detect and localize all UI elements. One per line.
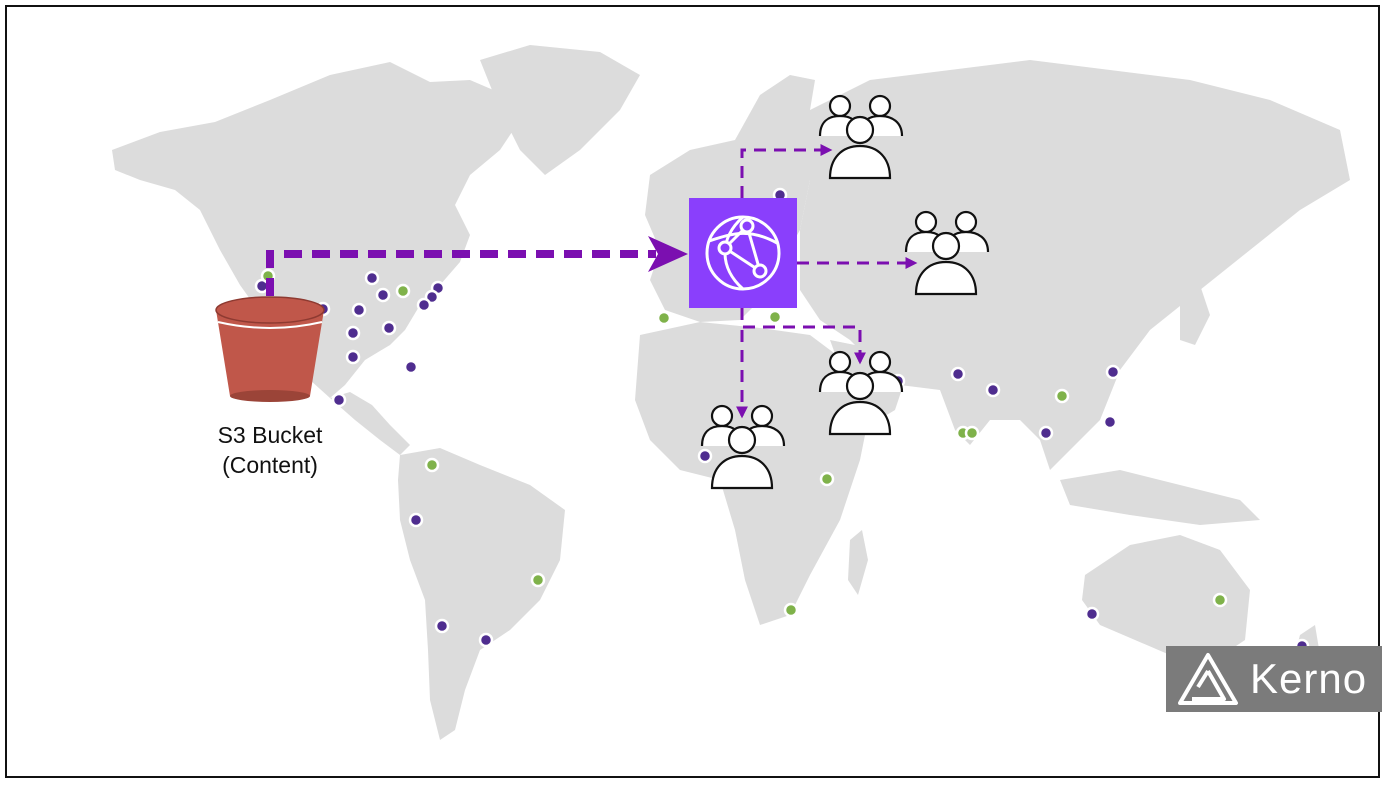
pop-dot xyxy=(381,320,397,336)
cloudfront-to-north-users-arrow xyxy=(740,144,833,198)
north-america-landmass xyxy=(112,62,520,398)
s3-bucket-label: S3 Bucket (Content) xyxy=(180,420,360,480)
s3-bucket-label-line2: (Content) xyxy=(222,452,318,478)
pop-dot xyxy=(697,448,713,464)
regional-cache-dot xyxy=(424,457,440,473)
pop-dot xyxy=(403,359,419,375)
pop-dot xyxy=(345,349,361,365)
origin-to-cloudfront-arrow xyxy=(266,250,656,296)
pop-dot xyxy=(434,618,450,634)
regional-cache-dot xyxy=(767,309,783,325)
users-group-africa xyxy=(700,404,786,490)
pop-dot xyxy=(345,325,361,341)
pop-dot xyxy=(416,297,432,313)
regional-cache-dot xyxy=(530,572,546,588)
japan-landmass xyxy=(1180,285,1210,345)
users-group-middle-east xyxy=(818,350,904,436)
users-group-east xyxy=(904,210,990,296)
southeast-asia-islands xyxy=(1060,470,1260,525)
australia-landmass xyxy=(1082,535,1250,660)
cloudfront-icon xyxy=(689,198,797,308)
pop-dot xyxy=(364,270,380,286)
regional-cache-dot xyxy=(819,471,835,487)
pop-dot xyxy=(985,382,1001,398)
s3-bucket-icon xyxy=(215,296,325,402)
kerno-logo-icon xyxy=(1178,653,1238,705)
regional-cache-dot xyxy=(656,310,672,326)
madagascar-landmass xyxy=(848,530,868,595)
regional-cache-dot xyxy=(1054,388,1070,404)
regional-cache-dot xyxy=(783,602,799,618)
kerno-logo: Kerno xyxy=(1166,646,1382,712)
pop-dot xyxy=(375,287,391,303)
s3-bucket-label-line1: S3 Bucket xyxy=(217,422,323,448)
flow-arrows xyxy=(266,144,918,419)
pop-dot xyxy=(478,632,494,648)
greenland-landmass xyxy=(480,45,640,175)
pop-dot xyxy=(351,302,367,318)
pop-dot xyxy=(950,366,966,382)
cloudfront-to-middle-east-users-arrow xyxy=(740,308,866,365)
pop-dot xyxy=(1038,425,1054,441)
central-america-landmass xyxy=(330,392,410,455)
pop-dot xyxy=(1084,606,1100,622)
pop-dot xyxy=(1102,414,1118,430)
scandinavia-landmass xyxy=(735,75,815,190)
origin-arrowhead xyxy=(648,236,688,272)
kerno-logo-text: Kerno xyxy=(1250,655,1368,702)
regional-cache-dot xyxy=(964,425,980,441)
pop-dot xyxy=(1105,364,1121,380)
regional-cache-dot xyxy=(395,283,411,299)
regional-cache-dot xyxy=(1212,592,1228,608)
users-group-north xyxy=(818,94,904,180)
pop-dot xyxy=(331,392,347,408)
asia-landmass xyxy=(800,60,1350,470)
south-america-landmass xyxy=(398,448,565,740)
pop-dot xyxy=(408,512,424,528)
